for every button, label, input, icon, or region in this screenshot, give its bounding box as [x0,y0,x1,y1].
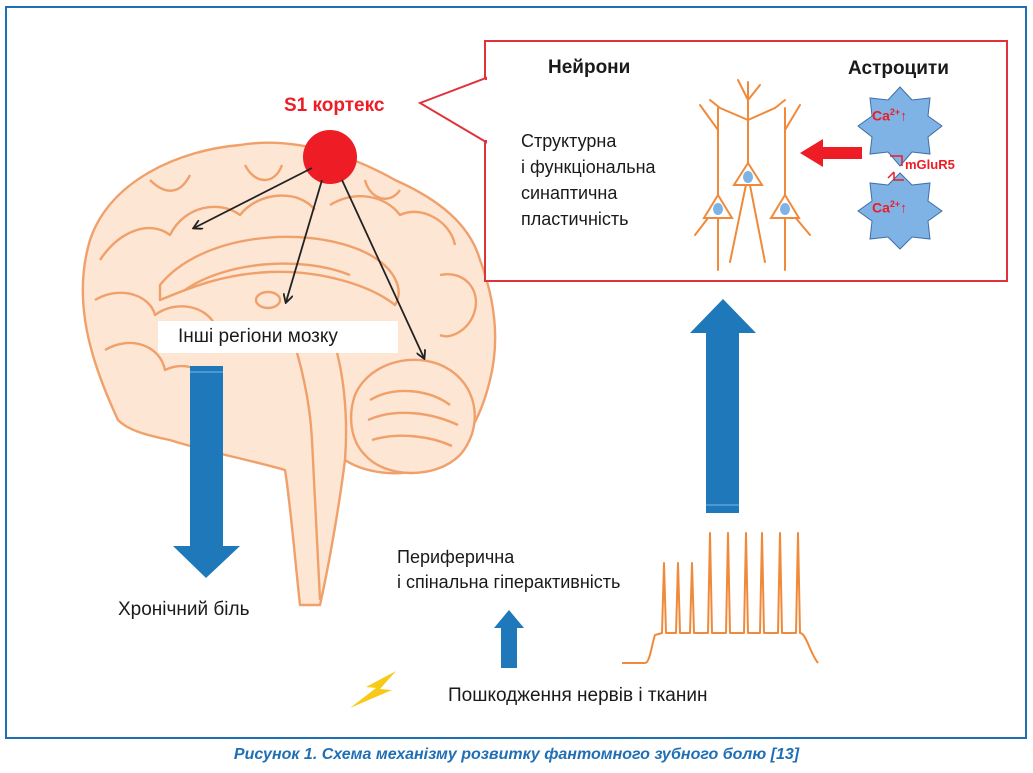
calcium-rise-icon: ↑ [900,199,908,216]
cerebellum-fold [367,411,459,427]
receptor-label: mGluR5 [905,157,955,172]
corpus-callosum-inner [184,262,351,291]
calcium-charge: 2+ [889,107,901,117]
other-regions-label: Інші регіони мозку [178,326,338,347]
s1-arrow-left [194,167,313,228]
s1-cortex-dot [303,130,357,184]
plasticity-line: синаптична [521,183,618,203]
astrocytes-label: Астроцити [848,58,949,79]
calcium-top-label: Ca2+↑ [872,107,907,124]
up-arrow-small [494,610,524,668]
s1-cortex-label: S1 кортекс [284,95,385,116]
calcium-charge: 2+ [889,199,901,209]
plasticity-label: Структурна і функціональна синаптична пл… [521,128,656,232]
down-arrow [173,366,240,578]
chronic-pain-label: Хронічний біль [118,599,250,620]
cerebellum-fold [369,389,451,406]
diagram-canvas [81,40,1008,708]
cerebellum [349,358,476,475]
other-regions-backing [158,321,398,353]
peripheral-label: Периферична і спінальна гіперактивність [397,545,620,595]
cerebellum-fold [371,434,453,448]
brain-gyrus [329,195,457,246]
brain-gyrus [243,164,284,182]
neuron-callout [417,40,1008,282]
brain-gyrus [439,273,478,338]
callout-box [484,40,1008,282]
brainstem [288,329,322,601]
plasticity-line: Структурна [521,131,617,151]
brain-illustration [81,141,497,607]
neuron-nucleus [780,203,790,215]
s1-arrow-center [286,179,323,302]
receptor-link-icon [887,155,904,181]
peripheral-line: Периферична [397,547,515,567]
figure-caption: Рисунок 1. Схема механізму розвитку фант… [233,746,800,763]
plasticity-line: пластичність [521,209,629,229]
callout-pointer [417,76,487,144]
brain-gyrus [94,291,217,326]
brain-gyrus [149,174,192,192]
astrocyte-icon [857,86,943,167]
brain-outline [81,141,497,607]
brain-gyrus [363,179,401,200]
corpus-callosum [158,235,400,307]
calcium-rise-icon: ↑ [900,107,908,124]
damage-label: Пошкодження нервів і тканин [448,685,708,706]
neuron-nucleus [743,171,753,183]
spike-train-icon [622,532,819,664]
brain-gyrus [99,194,316,261]
calcium-base: Ca [872,107,890,124]
calcium-bottom-label: Ca2+↑ [872,199,907,216]
neurons-label: Нейрони [548,57,631,78]
lightning-icon [350,671,396,708]
plasticity-line: і функціональна [521,157,656,177]
up-arrow-large [690,299,756,513]
peripheral-line: і спінальна гіперактивність [397,572,621,592]
thalamus [254,290,282,310]
calcium-base: Ca [872,199,890,216]
s1-arrow-right [341,179,424,358]
astrocyte-to-neuron-arrow [800,139,862,167]
astrocyte-icon [857,172,943,250]
neuron-nucleus [713,203,723,215]
